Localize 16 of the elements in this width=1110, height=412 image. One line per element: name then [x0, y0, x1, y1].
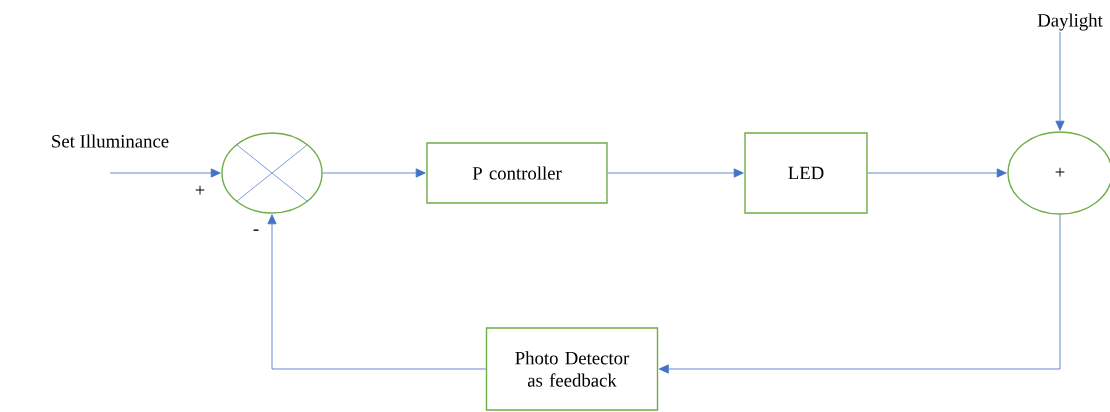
arrow — [607, 168, 744, 178]
sign-label: - — [253, 229, 259, 231]
arrow — [322, 168, 426, 178]
arrow — [109, 168, 221, 178]
arrow — [867, 168, 1007, 178]
arrow — [658, 214, 1061, 374]
arrow — [1055, 31, 1065, 131]
input-label: Daylight — [1037, 13, 1103, 31]
input-label: Set Illuminance — [52, 134, 169, 148]
sign-label: + — [195, 185, 205, 195]
block-box: LED — [744, 132, 868, 214]
summing-junction: + — [1007, 131, 1110, 215]
block-box: Photo Detector as feedback — [485, 327, 659, 411]
block-box: P controller — [426, 142, 608, 204]
summing-junction — [221, 132, 323, 214]
arrow — [267, 214, 487, 370]
